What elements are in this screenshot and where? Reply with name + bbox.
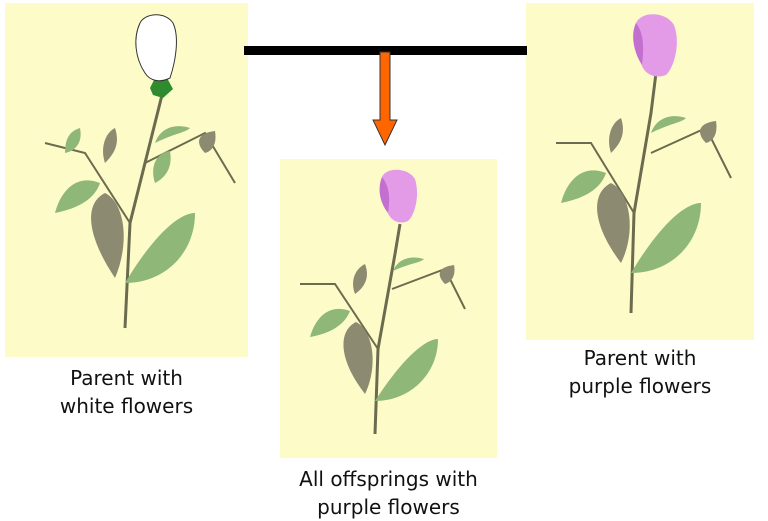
caption-line: purple flowers <box>317 495 460 519</box>
caption-line: All offsprings with <box>299 467 478 491</box>
offspring-panel <box>280 159 497 458</box>
purple-flowered-plant <box>556 14 732 314</box>
offspring-caption: All offsprings with purple flowers <box>250 465 527 521</box>
down-arrow-icon <box>372 51 398 147</box>
caption-line: Parent with <box>583 346 697 370</box>
white-flowered-plant <box>44 14 236 329</box>
cross-line <box>244 46 527 55</box>
white-flower <box>135 14 177 82</box>
white-parent-panel <box>5 3 248 357</box>
caption-line: purple flowers <box>568 374 712 398</box>
caption-line: Parent with <box>70 366 183 390</box>
purple-parent-caption: Parent with purple flowers <box>526 344 754 400</box>
purple-parent-panel <box>526 3 754 340</box>
white-parent-caption: Parent with white flowers <box>5 364 248 420</box>
offspring-flower <box>380 169 418 223</box>
offspring-plant <box>300 169 466 435</box>
purple-flower <box>633 14 677 77</box>
caption-line: white flowers <box>59 394 194 418</box>
